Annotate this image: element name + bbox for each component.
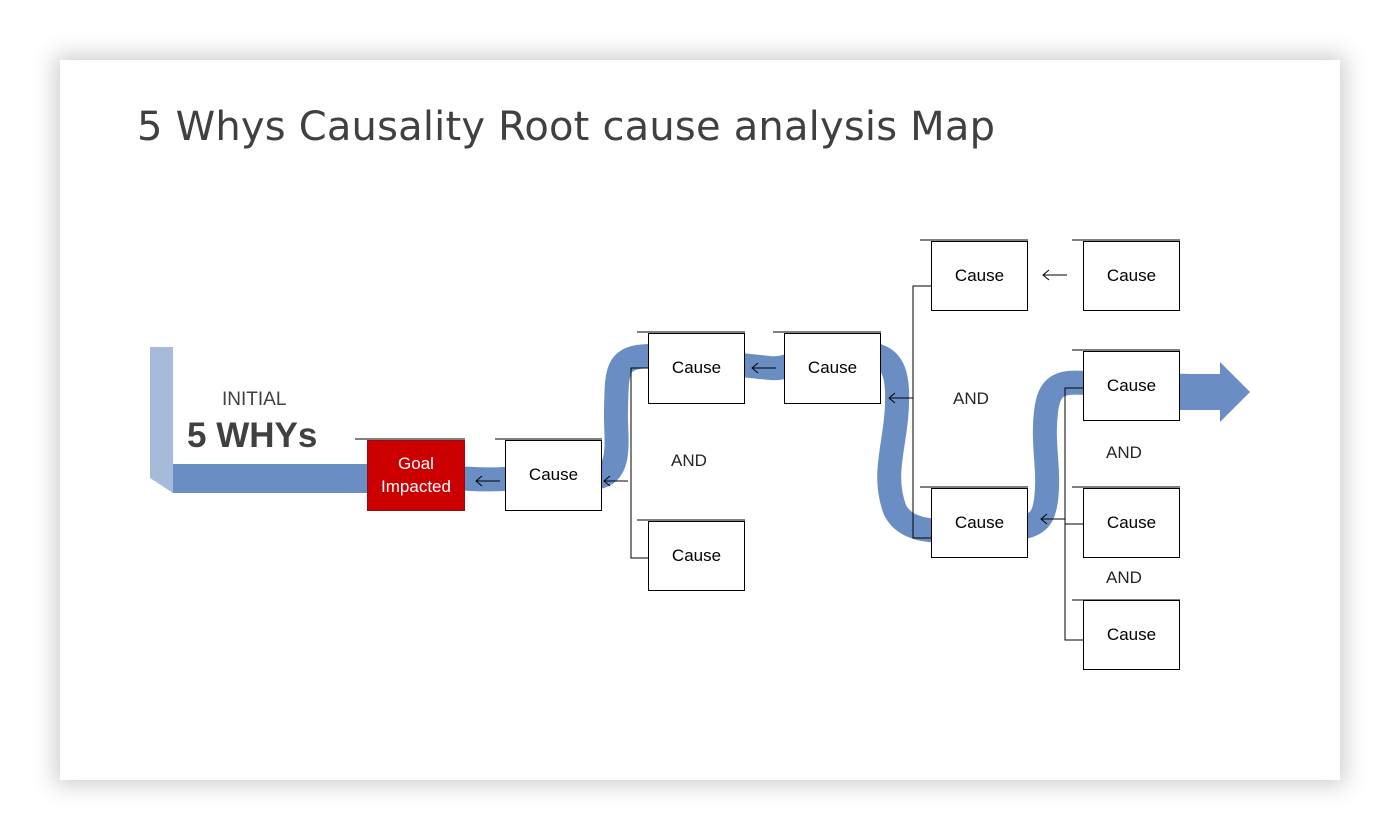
goal-impacted-box: Goal Impacted — [367, 440, 465, 511]
flow-base-band — [173, 464, 373, 493]
small-arrows — [475, 269, 1067, 525]
cause-box-4: Cause — [784, 333, 881, 404]
cause-label: Cause — [671, 545, 722, 565]
cause-label: Cause — [1106, 375, 1157, 395]
and-label-3: AND — [1106, 443, 1142, 462]
arrow-left-icon — [751, 362, 776, 374]
flow-band — [360, 340, 1191, 544]
arrow-left-icon — [603, 475, 628, 487]
cause-label: Cause — [807, 358, 858, 378]
cause-box-10: Cause — [1083, 600, 1180, 670]
cause-box-7: Cause — [1083, 241, 1180, 311]
flow-start-bar — [150, 347, 173, 493]
cause-label: Cause — [671, 358, 722, 378]
goal-line-2: Impacted — [381, 476, 451, 496]
cause-box-8: Cause — [1083, 351, 1180, 421]
and-label-4: AND — [1106, 568, 1142, 587]
and-label-2: AND — [953, 389, 989, 408]
cause-box-5: Cause — [931, 241, 1028, 311]
arrow-left-icon — [888, 392, 913, 404]
five-whys-heading: 5 WHYs — [187, 416, 318, 455]
cause-label: Cause — [528, 465, 579, 485]
arrow-left-icon — [475, 475, 500, 487]
bracket-lines — [355, 239, 1180, 641]
cause-label: Cause — [1106, 624, 1157, 644]
flow-arrowhead — [1178, 362, 1250, 422]
arrow-left-icon — [1042, 269, 1067, 281]
cause-box-6: Cause — [931, 488, 1028, 558]
cause-box-2: Cause — [648, 333, 745, 404]
and-label-1: AND — [671, 451, 707, 470]
cause-box-1: Cause — [505, 440, 602, 511]
cause-box-9: Cause — [1083, 488, 1180, 558]
goal-line-1: Goal — [398, 453, 434, 473]
cause-label: Cause — [1106, 265, 1157, 285]
cause-label: Cause — [954, 512, 1005, 532]
page-title: 5 Whys Causality Root cause analysis Map — [137, 104, 996, 150]
arrow-left-icon — [1040, 513, 1065, 525]
initial-label: INITIAL — [222, 389, 287, 410]
cause-box-3: Cause — [648, 521, 745, 591]
cause-label: Cause — [1106, 512, 1157, 532]
cause-label: Cause — [954, 265, 1005, 285]
